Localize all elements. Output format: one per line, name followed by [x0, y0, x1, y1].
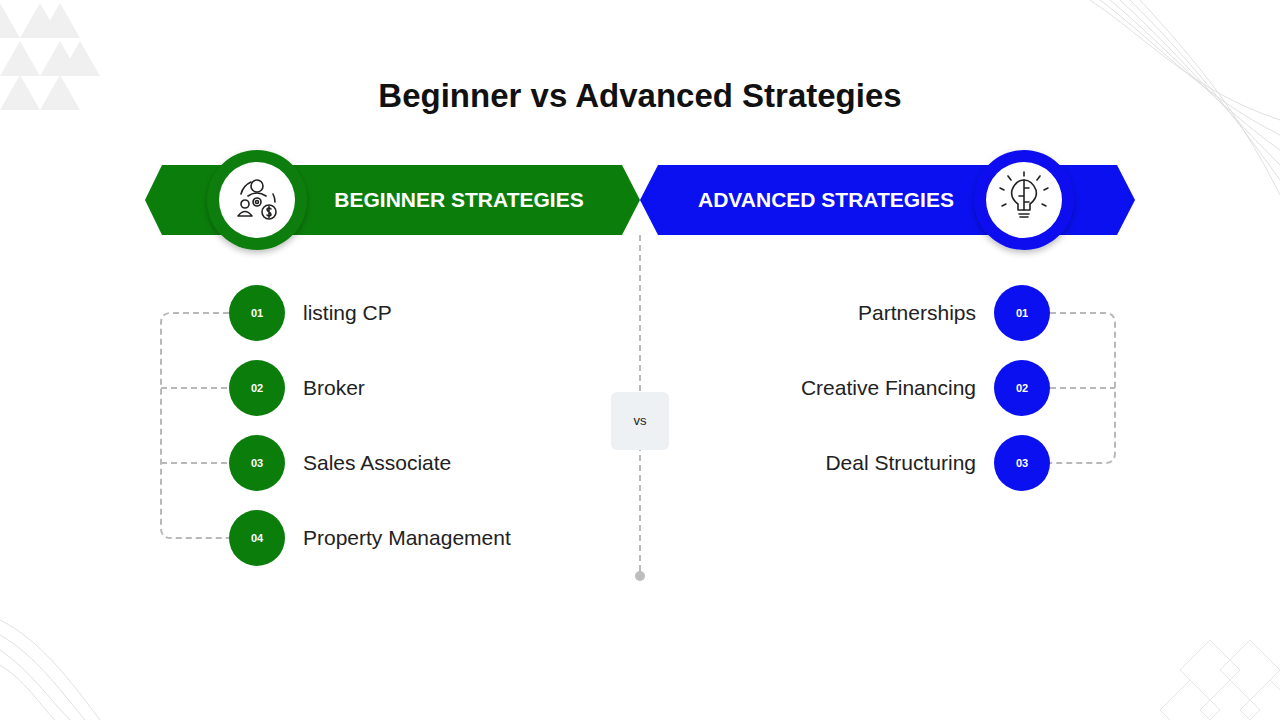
strategy-item: listing CP — [303, 285, 392, 341]
strategy-item: Property Management — [303, 510, 511, 566]
strategy-item: Sales Associate — [303, 435, 451, 491]
vs-label: vs — [611, 392, 669, 450]
numbered-circle: 02Creative Financing — [994, 360, 1050, 416]
numbered-circle: 03Deal Structuring — [994, 435, 1050, 491]
vs-box: vs — [611, 392, 669, 450]
callout-number: 04 — [229, 510, 285, 566]
numbered-circle: 03Sales Associate — [229, 435, 285, 491]
diagram-title: Beginner vs Advanced Strategies — [0, 70, 1280, 122]
numbered-circle: 01Partnerships — [994, 285, 1050, 341]
callout-number: 01 — [994, 285, 1050, 341]
strategy-item: Broker — [303, 360, 365, 416]
strategy-band: ADVANCED STRATEGIES — [640, 165, 1135, 235]
numbered-circle: 01listing CP — [229, 285, 285, 341]
strategy-item: Deal Structuring — [825, 435, 976, 491]
callout-number: 02 — [229, 360, 285, 416]
bracket-lines — [161, 235, 1115, 574]
line-end-dot — [635, 571, 645, 581]
band-heading: ADVANCED STRATEGIES — [680, 165, 972, 235]
diamond-pattern — [1160, 640, 1280, 720]
callout-number: 01 — [229, 285, 285, 341]
callout-number: 02 — [994, 360, 1050, 416]
callout-number: 03 — [994, 435, 1050, 491]
callout-number: 03 — [229, 435, 285, 491]
triangle-pattern — [0, 0, 100, 110]
strategy-item: Creative Financing — [801, 360, 976, 416]
strategy-band: BEGINNER STRATEGIES — [145, 165, 640, 235]
numbered-circle: 04Property Management — [229, 510, 285, 566]
numbered-circle: 02Broker — [229, 360, 285, 416]
strategy-item: Partnerships — [858, 285, 976, 341]
band-heading: BEGINNER STRATEGIES — [313, 165, 605, 235]
